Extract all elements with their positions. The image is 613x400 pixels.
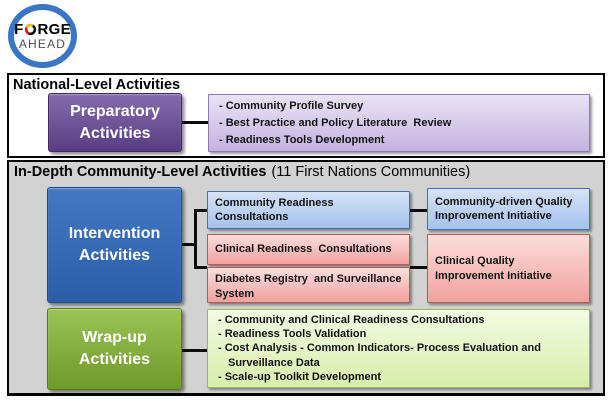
preparatory-activities-box: Preparatory Activities xyxy=(48,93,182,152)
connector-to-community-readiness xyxy=(194,209,207,212)
community-title-bold: In-Depth Community-Level Activities xyxy=(14,164,267,180)
wrapup-bullets-box: - Community and Clinical Readiness Consu… xyxy=(207,309,590,388)
logo-forge-f: F xyxy=(14,20,24,38)
national-bullets-box: - Community Profile Survey - Best Practi… xyxy=(208,94,590,152)
logo-ahead-text: AHEAD xyxy=(18,36,67,51)
bullet-scale-up-toolkit: - Scale-up Toolkit Development xyxy=(218,370,381,383)
connector-intervention-main xyxy=(182,243,196,246)
connector-preparatory xyxy=(182,121,208,124)
preparatory-label-line2: Activities xyxy=(79,124,151,142)
intervention-activities-box: Intervention Activities xyxy=(47,187,182,303)
bullet-readiness-tools-validation: - Readiness Tools Validation xyxy=(218,328,367,341)
community-driven-qi-box: Community-driven Quality Improvement Ini… xyxy=(427,188,590,230)
community-section-title: In-Depth Community-Level Activities(11 F… xyxy=(14,164,470,180)
connector-to-clinical-row xyxy=(194,266,207,269)
connector-wrapup xyxy=(182,349,207,352)
bullet-community-clinical-consultations: - Community and Clinical Readiness Consu… xyxy=(218,313,485,326)
logo-forge-rge: RGE xyxy=(37,20,71,38)
wrapup-label-line1: Wrap-up xyxy=(82,329,147,346)
forge-ahead-logo: F RGE AHEAD xyxy=(8,4,77,68)
bullet-best-practice-review: - Best Practice and Policy Literature Re… xyxy=(219,116,452,129)
clinical-qi-box: Clinical Quality Improvement Initiative xyxy=(427,234,590,303)
community-title-paren: (11 First Nations Communities) xyxy=(271,164,471,180)
clinical-readiness-consultations-box: Clinical Readiness Consultations xyxy=(207,234,410,265)
connector-intervention-vertical xyxy=(194,209,197,269)
forge-o-ring-icon xyxy=(24,23,37,36)
logo-forge-text: F RGE xyxy=(14,22,71,37)
national-section-title: National-Level Activities xyxy=(13,77,181,93)
community-readiness-consultations-box: Community Readiness Consultations xyxy=(207,191,410,229)
bullet-readiness-tools-development: - Readiness Tools Development xyxy=(219,134,385,147)
bullet-community-profile-survey: - Community Profile Survey xyxy=(219,99,364,112)
preparatory-label-line1: Preparatory xyxy=(70,102,160,120)
diabetes-registry-box: Diabetes Registry and Surveillance Syste… xyxy=(207,267,410,303)
intervention-label-line2: Activities xyxy=(78,247,151,264)
wrapup-activities-box: Wrap-up Activities xyxy=(47,308,182,390)
bullet-cost-analysis: - Cost Analysis - Common Indicators- Pro… xyxy=(218,342,541,369)
intervention-label-line1: Intervention xyxy=(68,225,161,242)
connector-community-to-qi xyxy=(410,209,427,212)
connector-clinical-to-qi xyxy=(410,266,427,269)
wrapup-label-line2: Activities xyxy=(78,351,151,368)
